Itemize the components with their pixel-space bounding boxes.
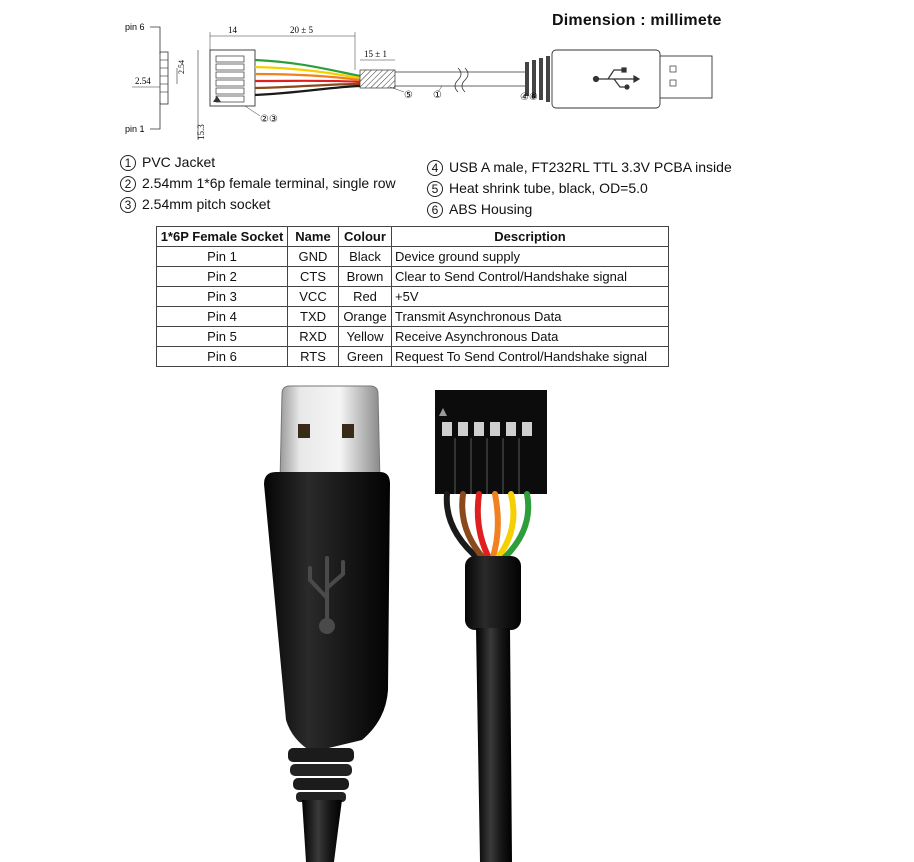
dim-15: 15 ± 1 (364, 49, 387, 59)
usb-metal-plug (279, 385, 381, 483)
legend-text: USB A male, FT232RL TTL 3.3V PCBA inside (449, 159, 732, 175)
cell-colour: Black (338, 246, 392, 267)
strain-relief-drawing (525, 56, 550, 102)
legend-item: 1 PVC Jacket (120, 152, 396, 173)
drawing-wires (254, 58, 361, 97)
table-header-row: 1*6P Female Socket Name Colour Descripti… (156, 226, 669, 247)
usb-plug-window-right (342, 424, 354, 438)
usb-plug-drawing (659, 55, 713, 99)
cable-break-1 (454, 67, 462, 93)
legend-number: 6 (427, 201, 443, 218)
cell-description: Request To Send Control/Handshake signal (391, 346, 669, 367)
table-row: Pin 6 RTS Green Request To Send Control/… (156, 346, 669, 367)
usb-plug-hole-2 (669, 79, 677, 87)
callout-1: ① (433, 90, 442, 101)
cell-name: TXD (287, 306, 339, 327)
dim-pitch-vertical: 2.54 (177, 60, 186, 74)
cell-name: RTS (287, 346, 339, 367)
cell-name: VCC (287, 286, 339, 307)
legend-number: 2 (120, 175, 136, 192)
cell-pin: Pin 2 (156, 266, 288, 287)
dimension-drawing: pin 6 pin 1 2.54 2.54 15.3 14 20 ± 5 15 … (125, 22, 713, 140)
usb-icon (592, 67, 641, 90)
callout-5: ⑤ (404, 90, 413, 101)
pin6-leader (150, 26, 161, 54)
legend-number: 4 (427, 159, 443, 176)
legend-text: 2.54mm pitch socket (142, 196, 271, 212)
cell-pin: Pin 5 (156, 326, 288, 347)
female-connector-dividers (454, 438, 520, 494)
cell-description: Clear to Send Control/Handshake signal (391, 266, 669, 287)
legend-left: 1 PVC Jacket 2 2.54mm 1*6p female terminal… (120, 152, 396, 215)
pin1-label: pin 1 (125, 124, 145, 134)
legend-number: 5 (427, 180, 443, 197)
pin6-label: pin 6 (125, 22, 145, 32)
legend-number: 3 (120, 196, 136, 213)
dimension-title: Dimension : millimete (552, 12, 722, 29)
legend-text: 2.54mm 1*6p female terminal, single row (142, 175, 396, 191)
dim-pitch-left: 2.54 (135, 76, 151, 86)
connector-cable (476, 628, 512, 862)
legend-text: ABS Housing (449, 201, 533, 217)
cell-description: Receive Asynchronous Data (391, 326, 669, 347)
side-pin-ticks (160, 59, 168, 93)
cell-pin: Pin 6 (156, 346, 288, 367)
legend-item: 3 2.54mm pitch socket (120, 194, 396, 215)
dim-20: 20 ± 5 (290, 25, 313, 35)
dim-14: 14 (228, 25, 238, 35)
cell-pin: Pin 1 (156, 246, 288, 267)
legend-right: 4 USB A male, FT232RL TTL 3.3V PCBA insid… (427, 157, 732, 220)
legend-item: 4 USB A male, FT232RL TTL 3.3V PCBA insid… (427, 157, 732, 178)
table-row: Pin 4 TXD Orange Transmit Asynchronous D… (156, 306, 669, 327)
pin-table: 1*6P Female Socket Name Colour Descripti… (156, 226, 669, 367)
usb-plug-hole-1 (669, 65, 677, 73)
cell-colour: Yellow (338, 326, 392, 347)
usb-plug-window-left (298, 424, 310, 438)
cell-colour: Green (338, 346, 392, 367)
table-row: Pin 2 CTS Brown Clear to Send Control/Ha… (156, 266, 669, 287)
cell-name: GND (287, 246, 339, 267)
cell-description: Transmit Asynchronous Data (391, 306, 669, 327)
usb-cable (302, 800, 342, 862)
female-connector-housing (435, 390, 547, 494)
dim-height: 15.3 (196, 124, 206, 140)
col-header-name: Name (287, 226, 339, 247)
table-row: Pin 1 GND Black Device ground supply (156, 246, 669, 267)
cell-pin: Pin 4 (156, 306, 288, 327)
cable-product-photo (264, 385, 547, 862)
legend-item: 5 Heat shrink tube, black, OD=5.0 (427, 178, 732, 199)
usb-strain-relief (288, 748, 354, 802)
wire-bundle (443, 491, 532, 563)
table-row: Pin 5 RXD Yellow Receive Asynchronous Da… (156, 326, 669, 347)
heat-shrink-tube (465, 556, 521, 630)
cable-break-2 (461, 67, 469, 93)
heat-shrink-drawing (359, 69, 396, 89)
cell-description: Device ground supply (391, 246, 669, 267)
female-connector-contacts (442, 422, 532, 436)
cell-name: RXD (287, 326, 339, 347)
col-header-socket: 1*6P Female Socket (156, 226, 288, 247)
cell-description: +5V (391, 286, 669, 307)
legend-text: Heat shrink tube, black, OD=5.0 (449, 180, 648, 196)
callout-4-6: ④⑥ (520, 92, 538, 103)
col-header-colour: Colour (338, 226, 392, 247)
pin1-leader (150, 102, 161, 130)
legend-text: PVC Jacket (142, 154, 216, 170)
cell-colour: Orange (338, 306, 392, 327)
callout-2-3: ②③ (260, 114, 278, 125)
connector-terminals (215, 55, 245, 103)
pin1-marker-icon (213, 96, 221, 102)
usb-logo-icon (308, 556, 345, 634)
cell-colour: Red (338, 286, 392, 307)
legend-item: 6 ABS Housing (427, 199, 732, 220)
cell-name: CTS (287, 266, 339, 287)
pin1-marker-icon (439, 408, 447, 416)
side-pin-header (159, 51, 169, 105)
cell-pin: Pin 3 (156, 286, 288, 307)
table-row: Pin 3 VCC Red +5V (156, 286, 669, 307)
cell-colour: Brown (338, 266, 392, 287)
legend-number: 1 (120, 154, 136, 171)
legend-item: 2 2.54mm 1*6p female terminal, single row (120, 173, 396, 194)
col-header-description: Description (391, 226, 669, 247)
